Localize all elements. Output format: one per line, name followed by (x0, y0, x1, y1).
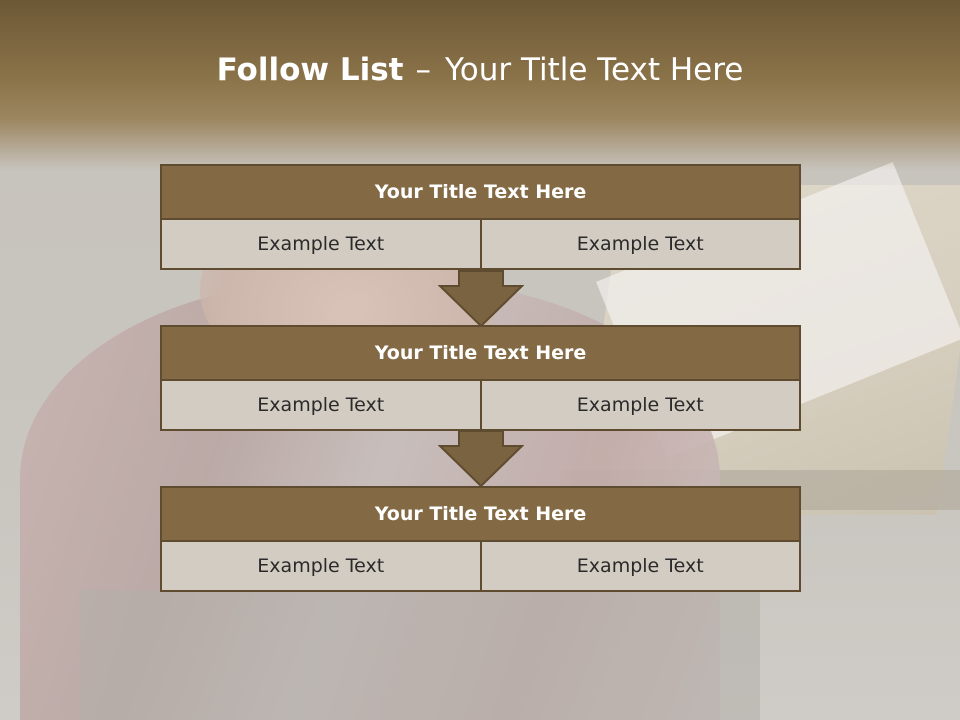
slide-title-bold: Follow List (216, 52, 404, 88)
block-title: Your Title Text Here (160, 164, 801, 220)
down-arrow-icon (438, 270, 524, 328)
block-cell-left: Example Text (162, 542, 480, 590)
block-row: Example Text Example Text (160, 542, 801, 592)
block-row: Example Text Example Text (160, 381, 801, 431)
block-cell-right: Example Text (479, 542, 799, 590)
slide-title-rest: Your Title Text Here (444, 52, 744, 88)
block-title: Your Title Text Here (160, 486, 801, 542)
list-block-1: Your Title Text Here Example Text Exampl… (160, 164, 801, 270)
list-block-2: Your Title Text Here Example Text Exampl… (160, 325, 801, 431)
list-block-3: Your Title Text Here Example Text Exampl… (160, 486, 801, 592)
block-cell-left: Example Text (162, 381, 480, 429)
block-title: Your Title Text Here (160, 325, 801, 381)
background-chair (80, 590, 760, 720)
down-arrow-icon (438, 430, 524, 488)
block-cell-right: Example Text (479, 381, 799, 429)
block-cell-left: Example Text (162, 220, 480, 268)
slide-title: Follow List–Your Title Text Here (0, 52, 960, 88)
block-cell-right: Example Text (479, 220, 799, 268)
block-row: Example Text Example Text (160, 220, 801, 270)
slide-title-dash: – (415, 52, 431, 88)
background-top-band (0, 0, 960, 170)
